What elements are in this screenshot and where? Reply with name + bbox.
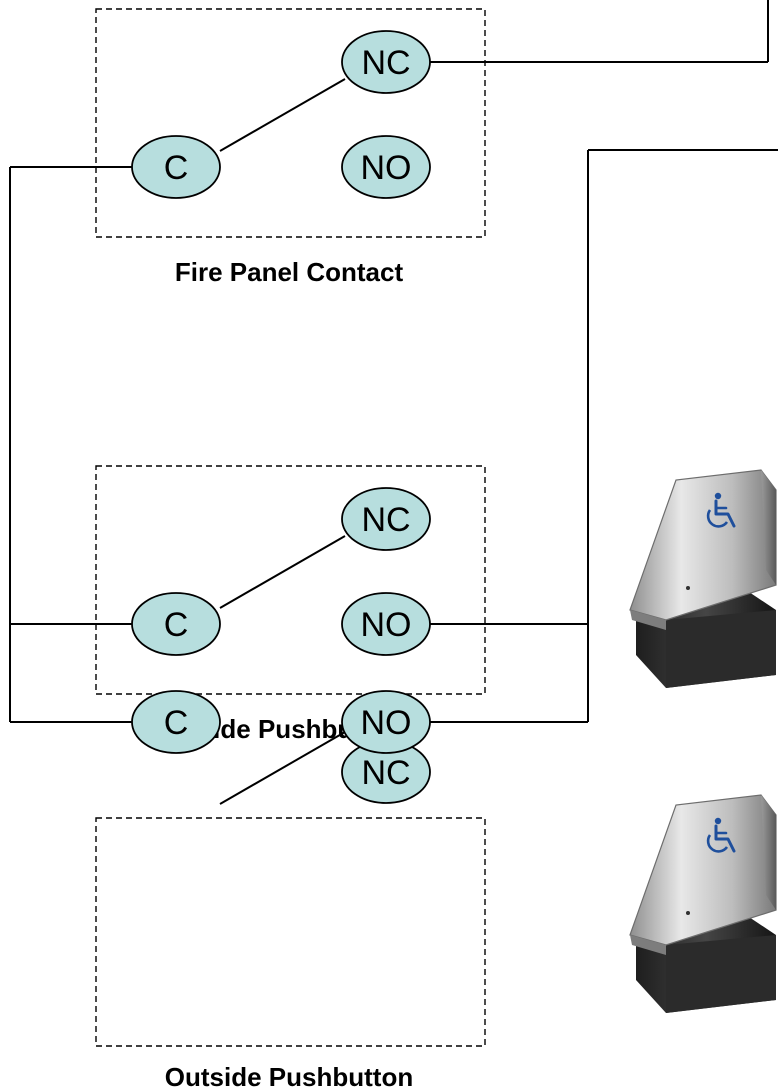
outside-pushbutton: NC C NO Outside Pushbutton [95,690,486,1091]
fire-panel-nc-label: NC [361,44,410,82]
fire-panel-no-label: NO [361,149,412,187]
fire-panel-contact: NC C NO Fire Panel Contact [95,8,486,287]
fire-panel-contact-switch-arm [219,78,346,152]
outside-pushbutton-switch-arm [219,731,346,805]
inside-c-terminal [131,592,221,656]
outside-pushbutton-caption: Outside Pushbutton [165,1062,413,1091]
fire-panel-c-label: C [164,149,189,187]
inside-pushbutton-switch-arm [219,535,346,609]
inside-nc-label: NC [361,501,410,539]
outside-pushbutton-photo [629,794,777,1013]
outside-c-terminal [131,690,221,754]
outside-nc-label: NC [361,754,410,792]
inside-nc-terminal [341,487,431,551]
fire-panel-c-terminal [131,135,221,199]
fire-panel-no-terminal [341,135,431,199]
inside-no-label: NO [361,606,412,644]
inside-pushbutton-photo [629,469,777,688]
fire-panel-contact-box [95,8,486,238]
outside-c-label: C [164,704,189,742]
wires [9,0,778,723]
inside-pushbutton: NC C NO Inside Pushbutton [95,465,486,744]
fire-panel-nc-terminal [341,30,431,94]
inside-c-label: C [164,606,189,644]
inside-pushbutton-box [95,465,486,695]
inside-no-terminal [341,592,431,656]
outside-no-terminal [341,690,431,754]
outside-pushbutton-box [95,817,486,1047]
outside-no-label: NO [361,704,412,742]
fire-panel-contact-caption: Fire Panel Contact [175,257,404,287]
